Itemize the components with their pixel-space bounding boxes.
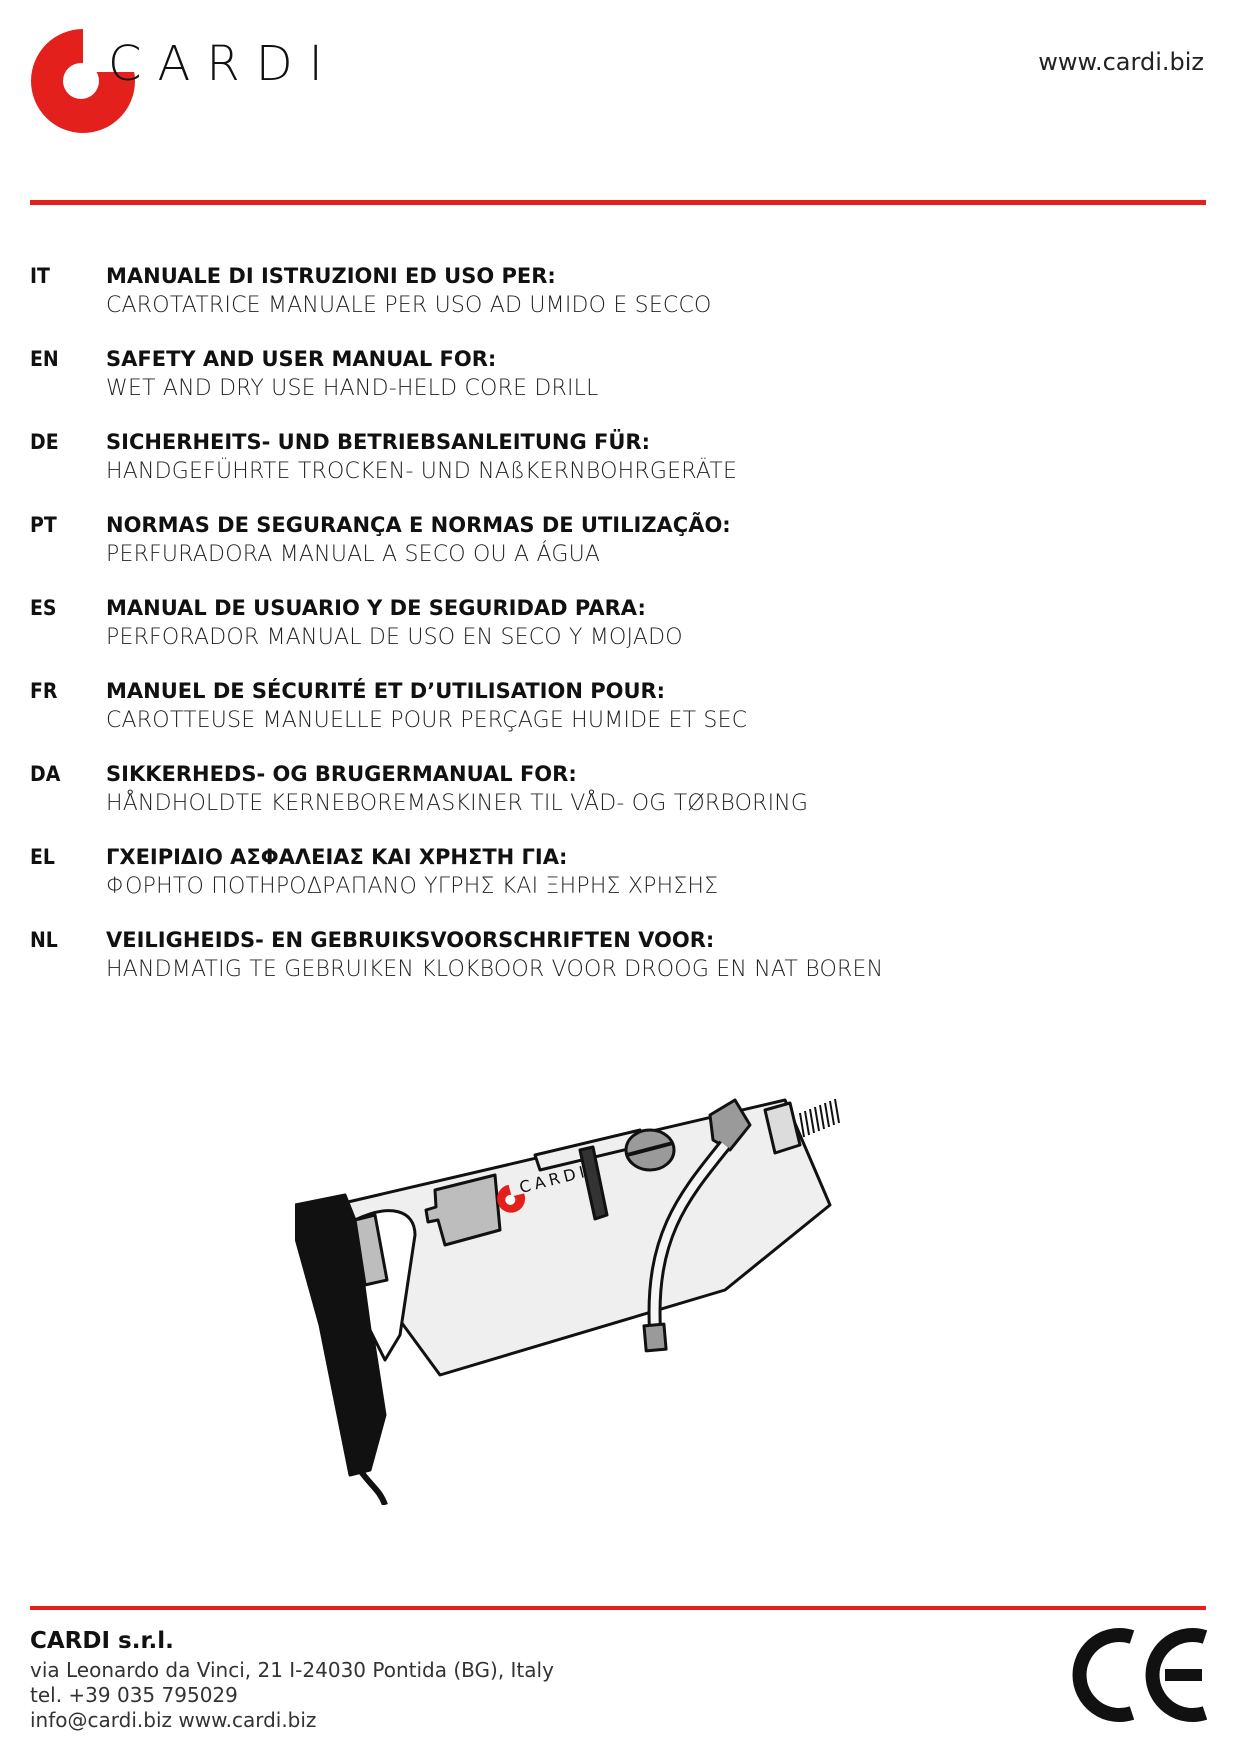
drill-handle-grip [295, 1193, 387, 1477]
language-title: SIKKERHEDS- OG BRUGERMANUAL FOR: [106, 762, 577, 786]
language-code: DE [30, 430, 59, 454]
language-row-en: EN SAFETY AND USER MANUAL FOR: WET AND D… [30, 345, 1180, 428]
language-code: DA [30, 762, 61, 786]
language-title: SAFETY AND USER MANUAL FOR: [106, 347, 497, 371]
language-row-fr: FR MANUEL DE SÉCURITÉ ET D’UTILISATION P… [30, 677, 1180, 760]
company-address: via Leonardo da Vinci, 21 I-24030 Pontid… [30, 1658, 554, 1682]
language-subtitle: CAROTATRICE MANUALE PER USO AD UMIDO E S… [106, 293, 712, 318]
language-row-es: ES MANUAL DE USUARIO Y DE SEGURIDAD PARA… [30, 594, 1180, 677]
bottom-divider [30, 1606, 1206, 1610]
company-info: CARDI s.r.l. via Leonardo da Vinci, 21 I… [30, 1628, 730, 1733]
company-phone: tel. +39 035 795029 [30, 1683, 238, 1707]
language-title: MANUAL DE USUARIO Y DE SEGURIDAD PARA: [106, 596, 646, 620]
language-code: IT [30, 264, 50, 288]
drill-water-nozzle [708, 1098, 752, 1152]
core-drill-illustration: CARDI [295, 1098, 840, 1505]
language-code: NL [30, 928, 58, 952]
drill-switch-plate [424, 1173, 502, 1247]
language-subtitle: HANDMATIG TE GEBRUIKEN KLOKBOOR VOOR DRO… [106, 957, 884, 982]
language-list: IT MANUALE DI ISTRUZIONI ED USO PER: CAR… [30, 262, 1180, 1009]
language-code: PT [30, 513, 57, 537]
language-title: VEILIGHEIDS- EN GEBRUIKSVOORSCHRIFTEN VO… [106, 928, 715, 952]
language-row-pt: PT NORMAS DE SEGURANÇA E NORMAS DE UTILI… [30, 511, 1180, 594]
language-code: EN [30, 347, 59, 371]
logo-brand-text: CARDI [108, 36, 339, 92]
drill-handle-inner [353, 1213, 389, 1287]
language-subtitle: PERFURADORA MANUAL A SECO OU A ÁGUA [106, 542, 601, 567]
language-row-da: DA SIKKERHEDS- OG BRUGERMANUAL FOR: HÅND… [30, 760, 1180, 843]
drill-vent-slot [578, 1145, 609, 1221]
drill-power-cable [357, 1468, 388, 1505]
language-row-nl: NL VEILIGHEIDS- EN GEBRUIKSVOORSCHRIFTEN… [30, 926, 1180, 1009]
company-contact[interactable]: info@cardi.biz www.cardi.biz [30, 1708, 317, 1732]
language-row-el: EL ΓΧΕΙΡΙΔΙΟ ΑΣΦΑΛΕΙΑΣ ΚΑΙ ΧΡΗΣΤΗ ΓΙΑ: Φ… [30, 843, 1180, 926]
language-subtitle: ΦΟΡΗΤΟ ΠΟΤΗΡΟΔΡΑΠΑΝΟ ΥΓΡΗΣ ΚΑΙ ΞΗΡΗΣ ΧΡΗ… [106, 874, 719, 899]
drill-hose-fitting [642, 1322, 668, 1353]
ce-mark-icon [1072, 1628, 1208, 1722]
company-name: CARDI s.r.l. [30, 1628, 174, 1654]
drill-threaded-spindle [799, 1098, 840, 1138]
language-subtitle: CAROTTEUSE MANUELLE POUR PERÇAGE HUMIDE … [106, 708, 748, 733]
language-title: MANUEL DE SÉCURITÉ ET D’UTILISATION POUR… [106, 679, 666, 703]
language-title: ΓΧΕΙΡΙΔΙΟ ΑΣΦΑΛΕΙΑΣ ΚΑΙ ΧΡΗΣΤΗ ΓΙΑ: [106, 845, 568, 869]
language-code: ES [30, 596, 57, 620]
language-row-it: IT MANUALE DI ISTRUZIONI ED USO PER: CAR… [30, 262, 1180, 345]
language-subtitle: HÅNDHOLDTE KERNEBOREMASKINER TIL VÅD- OG… [106, 791, 809, 816]
language-title: SICHERHEITS- UND BETRIEBSANLEITUNG FÜR: [106, 430, 650, 454]
language-title: MANUALE DI ISTRUZIONI ED USO PER: [106, 264, 556, 288]
language-row-de: DE SICHERHEITS- UND BETRIEBSANLEITUNG FÜ… [30, 428, 1180, 511]
top-divider [30, 200, 1206, 205]
language-title: NORMAS DE SEGURANÇA E NORMAS DE UTILIZAÇ… [106, 513, 731, 537]
header-website[interactable]: www.cardi.biz [1038, 48, 1204, 76]
language-subtitle: HANDGEFÜHRTE TROCKEN- UND NAßKERNBOHRGER… [106, 459, 738, 484]
drill-spindle-collar [763, 1101, 802, 1155]
language-subtitle: WET AND DRY USE HAND-HELD CORE DRILL [106, 376, 599, 401]
cardi-logo: CARDI [28, 26, 328, 141]
language-subtitle: PERFORADOR MANUAL DE USO EN SECO Y MOJAD… [106, 625, 683, 650]
cardi-logo-mark-icon [31, 26, 138, 133]
language-code: EL [30, 845, 55, 869]
language-code: FR [30, 679, 58, 703]
